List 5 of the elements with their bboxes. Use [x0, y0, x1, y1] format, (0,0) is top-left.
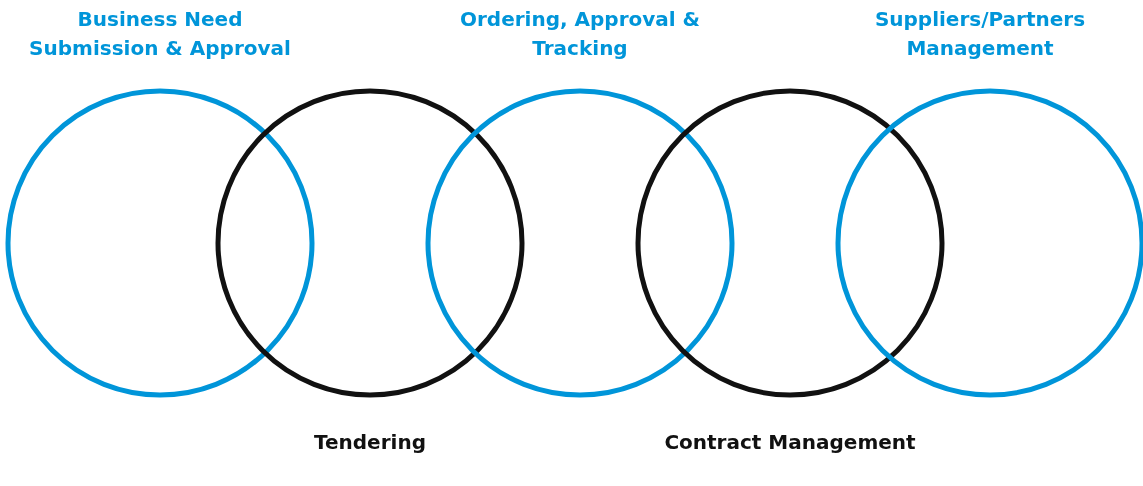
circle-label: Business Need Submission & Approval: [28, 6, 292, 62]
circle-label: Tendering: [313, 429, 427, 456]
circle-label: Contract Management: [663, 429, 917, 456]
circle-label: Suppliers/Partners Management: [873, 6, 1087, 62]
circle-label: Ordering, Approval & Tracking: [458, 6, 702, 62]
